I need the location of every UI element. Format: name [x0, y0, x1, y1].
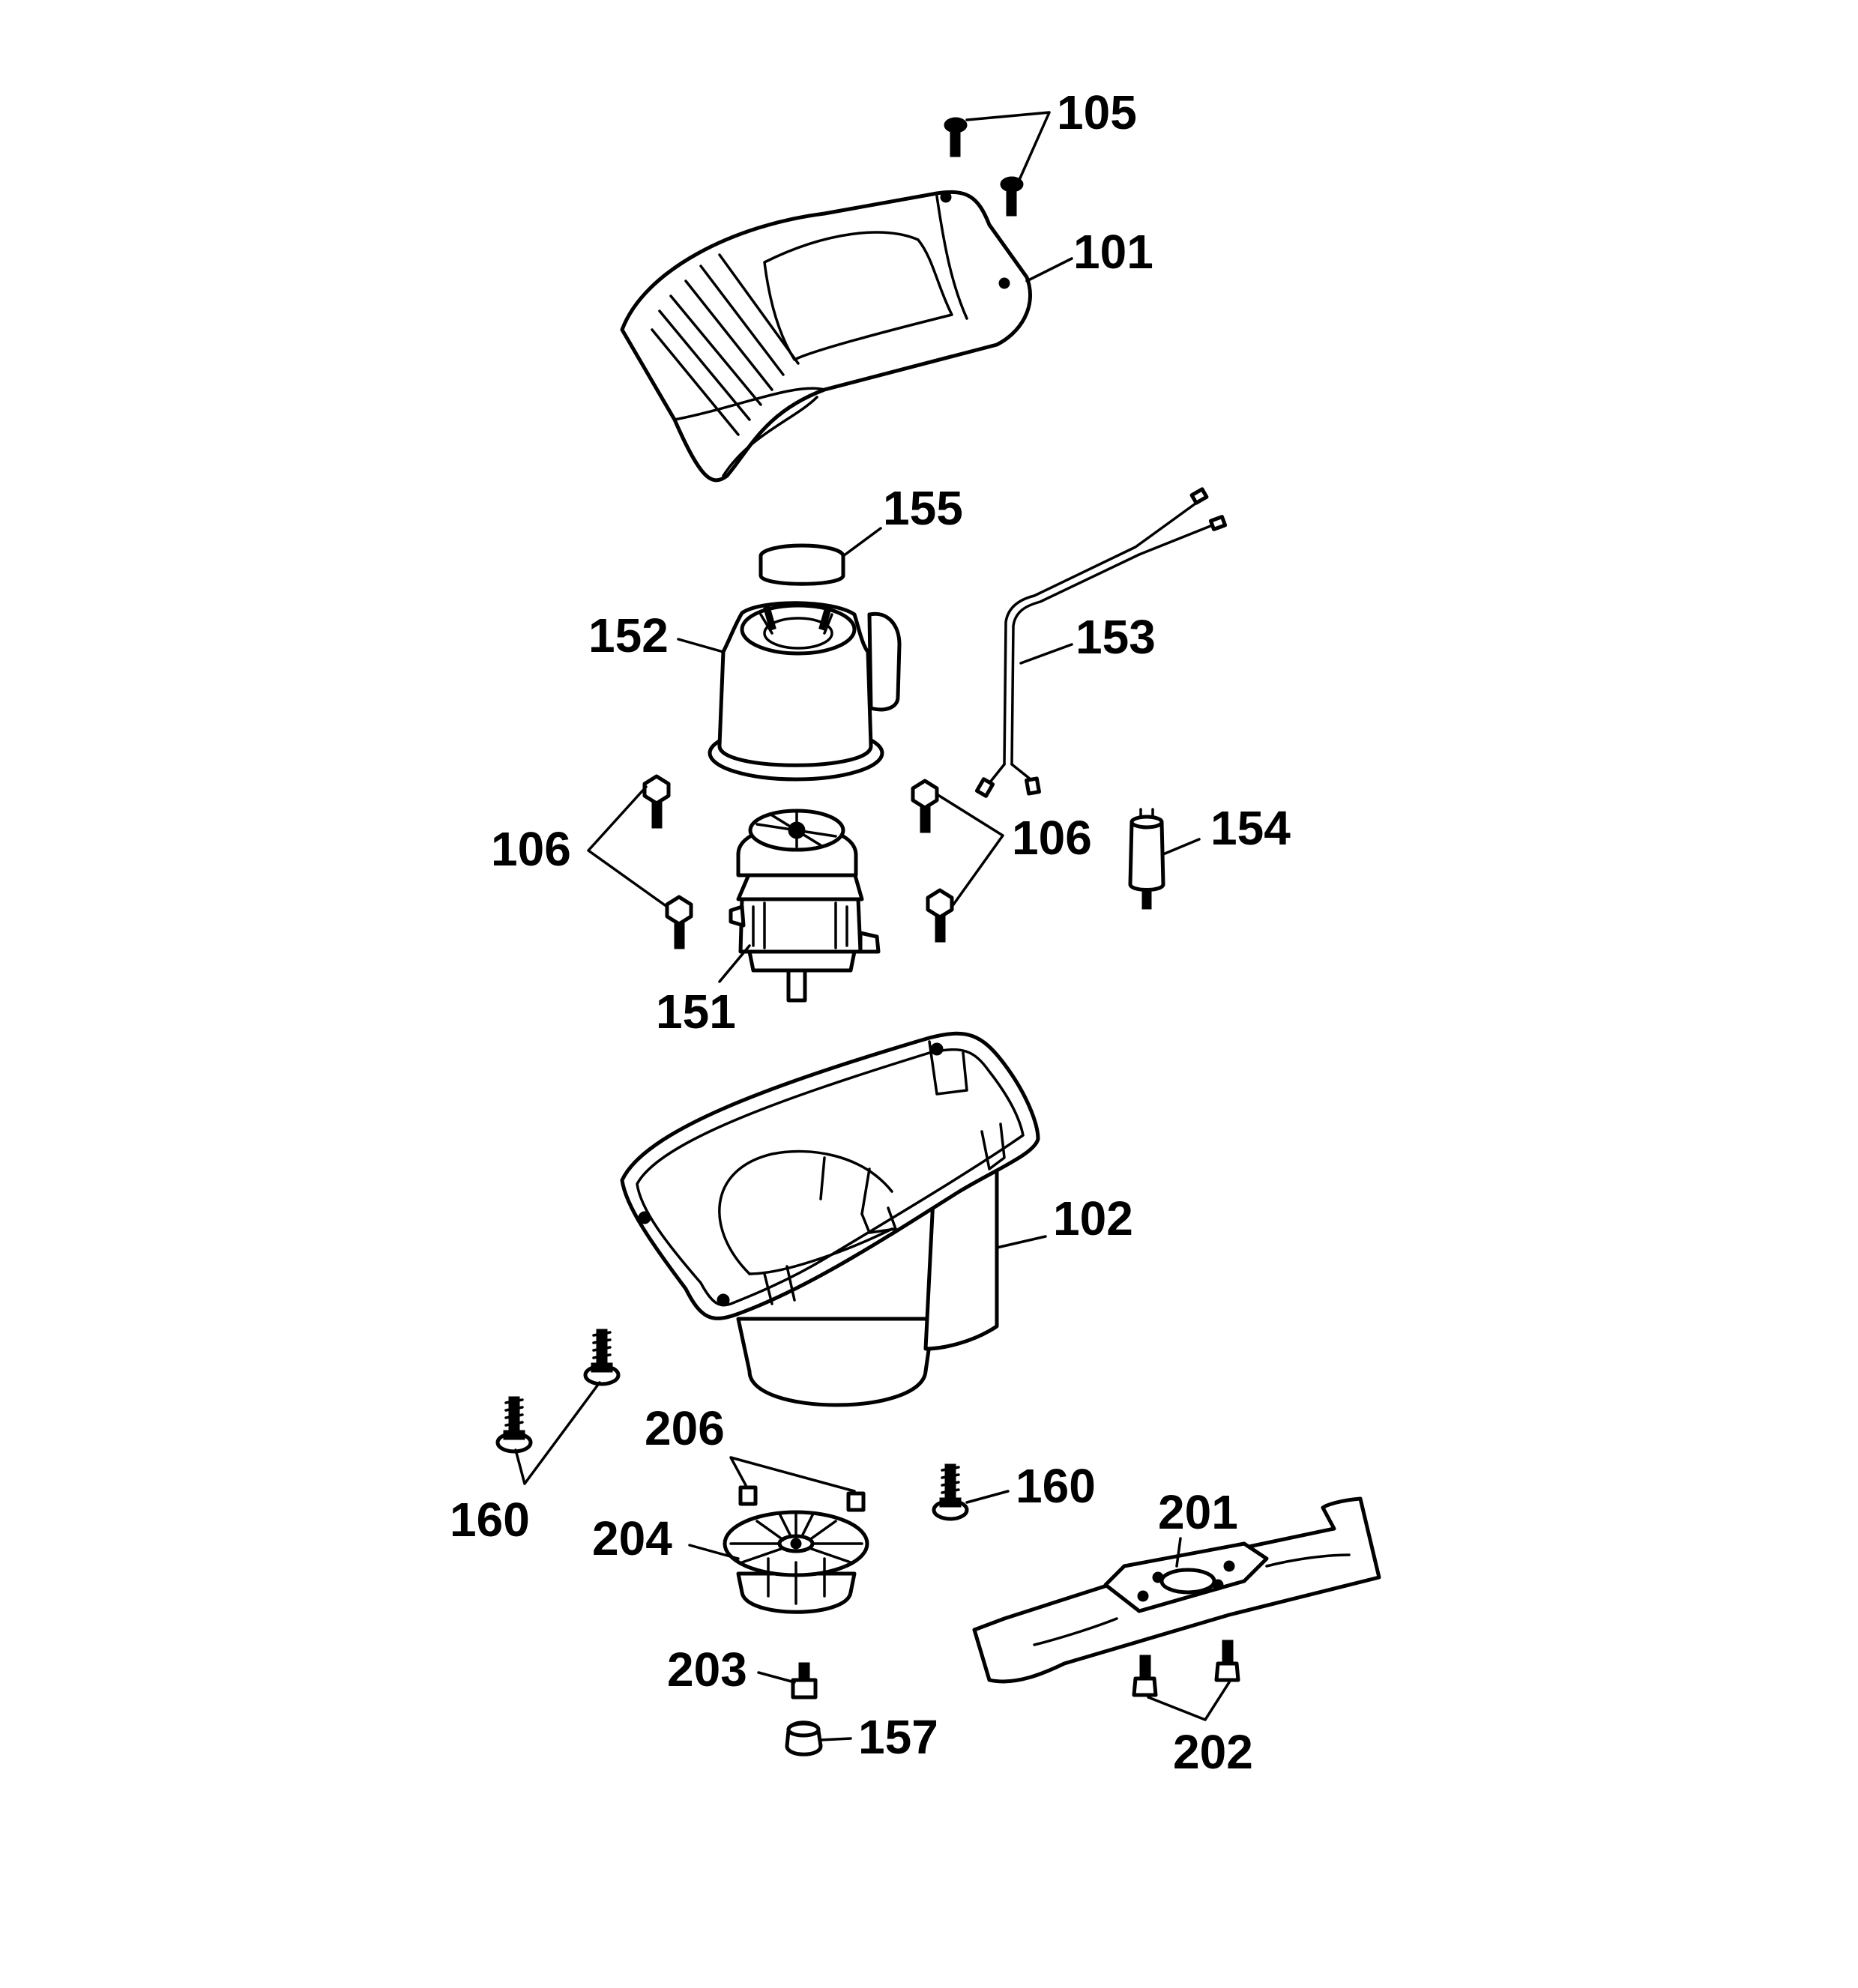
callout-203: 203	[667, 1643, 747, 1697]
part-157-nut	[785, 1720, 852, 1756]
part-203-bolt	[757, 1662, 818, 1700]
part-204-fan	[688, 1510, 869, 1614]
part-102-lower-housing	[620, 1031, 1047, 1407]
part-201-blade	[972, 1496, 1381, 1684]
callout-152: 152	[588, 608, 669, 662]
screw-160-b	[495, 1396, 533, 1454]
screw-160-a	[583, 1329, 621, 1386]
callout-106-left: 106	[491, 822, 571, 876]
part-106-screws	[587, 774, 1004, 949]
part-152-motor-housing	[677, 601, 902, 782]
callout-155: 155	[883, 481, 963, 535]
part-154-capacitor	[1128, 808, 1201, 910]
callout-154: 154	[1210, 801, 1291, 855]
callout-105: 105	[1057, 85, 1137, 139]
callout-201: 201	[1158, 1485, 1238, 1539]
callout-160-left: 160	[450, 1493, 530, 1547]
callout-151: 151	[656, 985, 736, 1039]
callout-204: 204	[592, 1511, 672, 1565]
screw-106-a	[642, 774, 671, 829]
part-101-top-cover	[620, 190, 1073, 483]
screw-106-b	[665, 895, 693, 949]
screw-105-a	[944, 117, 968, 157]
screw-106-d	[926, 888, 954, 943]
callout-157: 157	[858, 1710, 938, 1764]
callout-106-right: 106	[1012, 811, 1092, 865]
part-105-screws	[944, 111, 1051, 217]
callout-102: 102	[1053, 1191, 1133, 1245]
callout-160-right: 160	[1016, 1459, 1096, 1513]
part-160-screws	[495, 1329, 1010, 1521]
bolt-202-b	[1214, 1640, 1240, 1682]
screw-160-c	[932, 1463, 969, 1521]
bolt-202-a	[1132, 1655, 1158, 1697]
screw-105-b	[1000, 176, 1024, 217]
callout-153: 153	[1076, 610, 1156, 664]
callout-101: 101	[1073, 225, 1153, 279]
part-155-ring	[758, 527, 882, 586]
part-202-bolts	[1132, 1640, 1240, 1721]
part-151-motor	[718, 809, 881, 1003]
callout-202: 202	[1173, 1725, 1253, 1779]
callout-206: 206	[645, 1401, 725, 1455]
screw-106-c	[911, 779, 939, 833]
part-206-clips	[729, 1456, 866, 1512]
part-153-wire-harness	[974, 487, 1228, 798]
